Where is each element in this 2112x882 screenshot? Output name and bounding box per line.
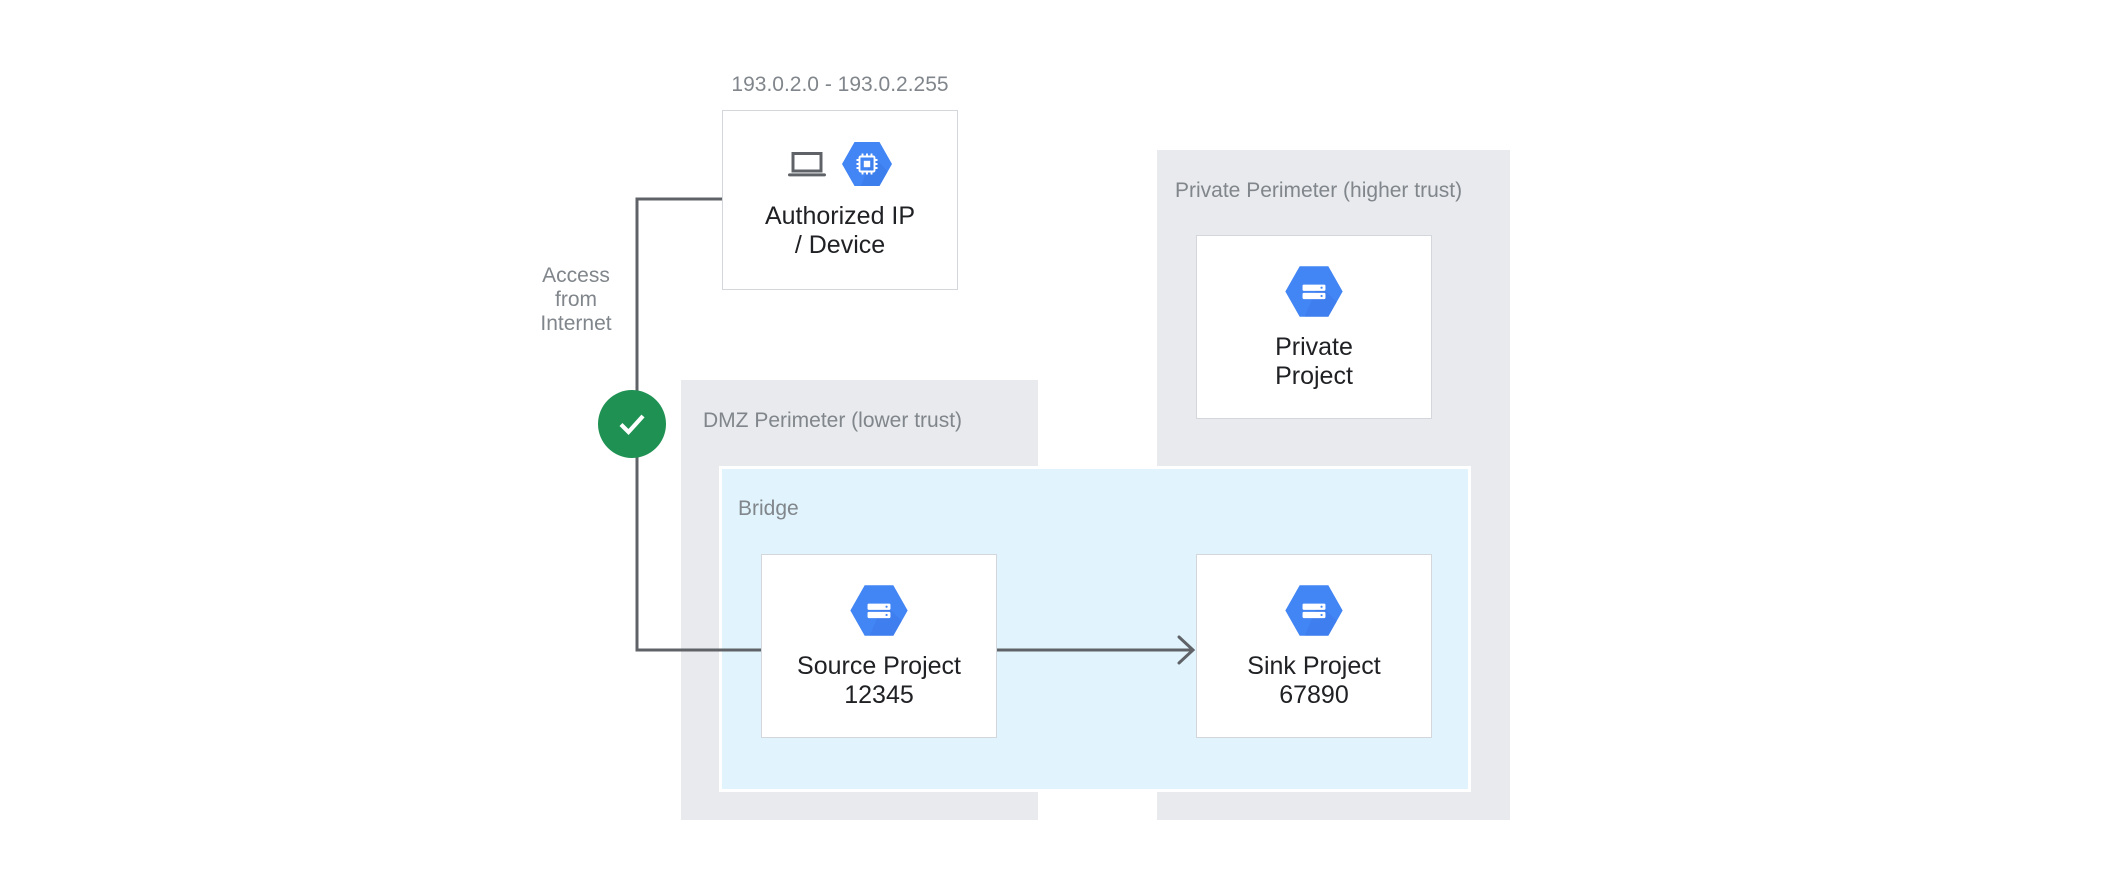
compute-chip-hexagon-icon xyxy=(842,142,892,186)
project-server-hexagon-icon xyxy=(1285,584,1343,636)
node-authorized-ip-device[interactable]: Authorized IP / Device xyxy=(722,110,958,290)
dmz-perimeter-label: DMZ Perimeter (lower trust) xyxy=(703,409,963,432)
node-label: Sink Project 67890 xyxy=(1247,651,1381,709)
access-allowed-badge xyxy=(598,390,666,458)
private-perimeter-label: Private Perimeter (higher trust) xyxy=(1175,179,1463,202)
laptop-icon xyxy=(788,152,826,177)
node-icon-group xyxy=(1283,264,1345,319)
node-private-project[interactable]: Private Project xyxy=(1196,235,1432,419)
project-server-hexagon-icon xyxy=(1285,265,1343,317)
bridge-label: Bridge xyxy=(738,497,799,520)
check-mark-icon xyxy=(619,414,645,436)
access-from-internet-label: Access from Internet xyxy=(540,264,612,335)
node-icon-group xyxy=(848,583,910,638)
ip-range-caption: 193.0.2.0 - 193.0.2.255 xyxy=(731,73,949,96)
node-icon-group xyxy=(1283,583,1345,638)
node-label: Private Project xyxy=(1275,332,1353,390)
project-server-hexagon-icon xyxy=(850,584,908,636)
node-label: Authorized IP / Device xyxy=(764,202,916,259)
node-sink-project[interactable]: Sink Project 67890 xyxy=(1196,554,1432,738)
node-label: Source Project 12345 xyxy=(797,651,961,709)
node-icon-group xyxy=(786,140,894,188)
node-source-project[interactable]: Source Project 12345 xyxy=(761,554,997,738)
